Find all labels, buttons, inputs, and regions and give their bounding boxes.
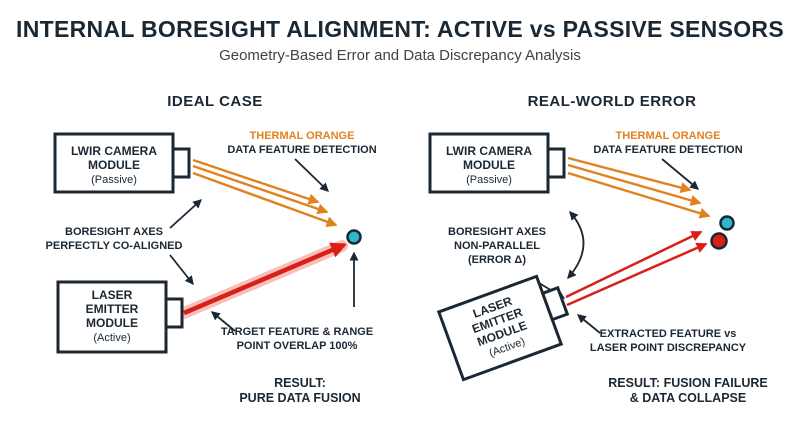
ideal-target-label-line1: TARGET FEATURE & RANGE (221, 326, 373, 338)
real-result-line1: RESULT: FUSION FAILURE (608, 376, 768, 390)
real-boresight-label-line1: BORESIGHT AXES (448, 226, 546, 238)
real-thermal-ray-1 (567, 156, 692, 193)
panel-ideal: IDEAL CASE LWIR CAMERA MODULE (Passive) … (46, 93, 377, 405)
ideal-thermal-ray-3 (192, 171, 338, 227)
ideal-boresight-label-line2: PERFECTLY CO-ALIGNED (46, 240, 183, 252)
ideal-thermal-label-line1: THERMAL ORANGE (250, 130, 355, 142)
real-result-line2: & DATA COLLAPSE (630, 391, 746, 405)
header: INTERNAL BORESIGHT ALIGNMENT: ACTIVE vs … (0, 0, 800, 64)
ideal-laser-lens (164, 297, 184, 329)
panel-ideal-heading: IDEAL CASE (167, 93, 263, 110)
real-thermal-ray-2 (567, 163, 702, 206)
real-laser-ray-1 (565, 230, 703, 299)
ideal-camera-label-line2: MODULE (88, 158, 140, 172)
real-thermal-ray-3 (567, 171, 711, 219)
real-discrepancy-label-line1: EXTRACTED FEATURE vs (600, 328, 737, 340)
ideal-boresight-arrow-up (169, 199, 203, 229)
page-subtitle: Geometry-Based Error and Data Discrepanc… (219, 47, 581, 64)
real-laser-ray-2 (566, 242, 708, 307)
real-discrepancy-label-line2: LASER POINT DISCREPANCY (590, 342, 747, 354)
ideal-laser-label-line3: MODULE (86, 316, 138, 330)
real-error-angle-arc (567, 210, 585, 280)
real-extracted-feature-point (719, 215, 735, 231)
real-lwir-camera-lens (546, 147, 566, 179)
ideal-target-point (346, 229, 362, 245)
ideal-laser-label-line1: LASER (92, 288, 133, 302)
boresight-diagram: IDEAL CASE LWIR CAMERA MODULE (Passive) … (46, 93, 768, 405)
panel-real: REAL-WORLD ERROR LWIR CAMERA MODULE (Pas… (428, 93, 768, 405)
ideal-laser-label-line2: EMITTER (86, 302, 139, 316)
ideal-laser-beam (183, 242, 347, 316)
panel-real-heading: REAL-WORLD ERROR (528, 93, 697, 110)
real-laser-group: LASER EMITTER MODULE (Active) (436, 274, 570, 382)
real-boresight-label-line3: (ERROR Δ) (468, 254, 526, 266)
ideal-thermal-ray-1 (192, 158, 320, 205)
real-boresight-label-line2: NON-PARALLEL (454, 240, 540, 252)
real-discrepancy-callout-arrow (576, 314, 601, 334)
real-laser-lens (540, 285, 570, 322)
ideal-result-line1: RESULT: (274, 376, 326, 390)
ideal-lwir-camera-box (53, 132, 175, 194)
ideal-boresight-label-line1: BORESIGHT AXES (65, 226, 163, 238)
real-lwir-camera-box (428, 132, 550, 194)
page-title: INTERNAL BORESIGHT ALIGNMENT: ACTIVE vs … (16, 16, 784, 42)
ideal-thermal-label-line2: DATA FEATURE DETECTION (227, 144, 376, 156)
real-thermal-callout-arrow (661, 158, 700, 190)
ideal-boresight-arrow-down (169, 254, 194, 286)
real-camera-label-line2: MODULE (463, 158, 515, 172)
ideal-thermal-ray-2 (192, 164, 329, 215)
real-camera-label-line3: (Passive) (466, 174, 512, 186)
real-laser-point (710, 232, 728, 250)
ideal-lwir-camera-lens (171, 147, 191, 179)
ideal-result-line2: PURE DATA FUSION (239, 391, 360, 405)
real-thermal-label-line2: DATA FEATURE DETECTION (593, 144, 742, 156)
ideal-target-callout-arrow (210, 311, 236, 332)
real-camera-label-line1: LWIR CAMERA (446, 144, 532, 158)
ideal-target-label-line2: POINT OVERLAP 100% (237, 340, 358, 352)
ideal-camera-label-line1: LWIR CAMERA (71, 144, 157, 158)
ideal-thermal-callout-arrow (294, 158, 329, 192)
ideal-camera-label-line3: (Passive) (91, 174, 137, 186)
real-thermal-label-line1: THERMAL ORANGE (616, 130, 721, 142)
ideal-laser-label-line4: (Active) (93, 332, 130, 344)
